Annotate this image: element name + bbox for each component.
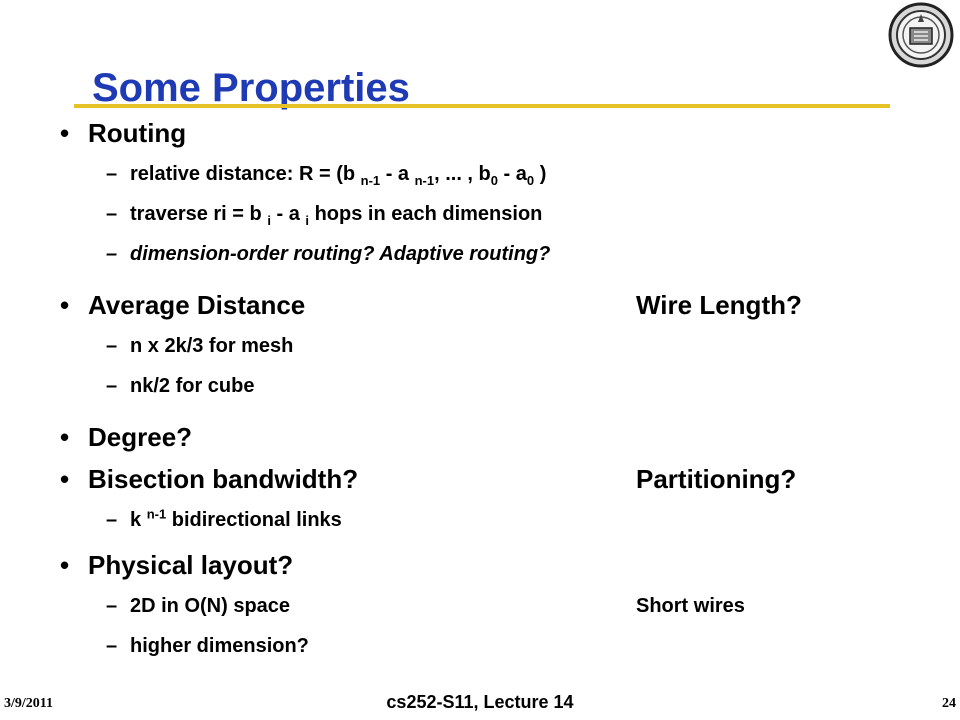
bullet-text: Average Distance [88, 290, 306, 320]
sub-bullet-text: higher dimension? [130, 635, 309, 657]
sub-bullet-dash: – [106, 595, 118, 617]
bullet-average-distance: • Average Distance Wire Length? [58, 284, 938, 326]
sub-bullet-short-wires: Short wires [636, 595, 745, 617]
sub-bullet-links: – k n-1 bidirectional links [58, 500, 938, 540]
bullet-text: Routing [88, 118, 187, 148]
sub-bullet-dash: – [106, 509, 118, 531]
footer-course: cs252-S11, Lecture 14 [386, 692, 574, 712]
sub-bullet-text: traverse ri = b i - a i hops in each dim… [130, 203, 543, 228]
sub-bullet-text: dimension-order routing? Adaptive routin… [130, 243, 551, 265]
sub-bullet-text: 2D in O(N) space [130, 595, 291, 617]
sub-bullet-higher-dimension: – higher dimension? [58, 626, 938, 666]
bullet-text: Bisection bandwidth? [88, 464, 359, 494]
bullet-dot: • [60, 464, 70, 494]
sub-bullet-text: nk/2 for cube [130, 375, 255, 397]
sub-bullet-mesh: – n x 2k/3 for mesh [58, 326, 938, 366]
bullet-dot: • [60, 550, 70, 580]
sub-bullet-2d-space: – 2D in O(N) space Short wires [58, 586, 938, 626]
sub-bullet-text: n x 2k/3 for mesh [130, 335, 294, 357]
bullet-text: Degree? [88, 422, 193, 452]
bullet-text: Physical layout? [88, 550, 294, 580]
bullet-partitioning: Partitioning? [636, 464, 797, 494]
footer-page-number: 24 [942, 696, 956, 711]
bullet-wire-length: Wire Length? [636, 290, 802, 320]
bullet-list: • Routing – relative distance: R = (b n-… [58, 112, 938, 666]
title-underline [74, 104, 890, 108]
bullet-dot: • [60, 290, 70, 320]
sub-bullet-traverse: – traverse ri = b i - a i hops in each d… [58, 194, 938, 234]
university-seal-icon [888, 2, 954, 68]
sub-bullet-cube: – nk/2 for cube [58, 366, 938, 406]
sub-bullet-dash: – [106, 203, 118, 225]
sub-bullet-relative-distance: – relative distance: R = (b n-1 - a n-1,… [58, 154, 938, 194]
bullet-dot: • [60, 118, 70, 148]
footer-date: 3/9/2011 [4, 696, 54, 711]
bullet-physical-layout: • Physical layout? [58, 544, 938, 586]
bullet-bisection: • Bisection bandwidth? Partitioning? [58, 458, 938, 500]
sub-bullet-dash: – [106, 635, 118, 657]
sub-bullet-dash: – [106, 375, 118, 397]
slide-title: Some Properties [92, 66, 410, 110]
sub-bullet-dash: – [106, 335, 118, 357]
bullet-degree: • Degree? [58, 416, 938, 458]
sub-bullet-dash: – [106, 243, 118, 265]
sub-bullet-dimension-order: – dimension-order routing? Adaptive rout… [58, 234, 938, 274]
bullet-routing: • Routing [58, 112, 938, 154]
sub-bullet-text: relative distance: R = (b n-1 - a n-1, .… [130, 163, 547, 188]
bullet-dot: • [60, 422, 70, 452]
sub-bullet-text: k n-1 bidirectional links [130, 506, 342, 531]
sub-bullet-dash: – [106, 163, 118, 185]
